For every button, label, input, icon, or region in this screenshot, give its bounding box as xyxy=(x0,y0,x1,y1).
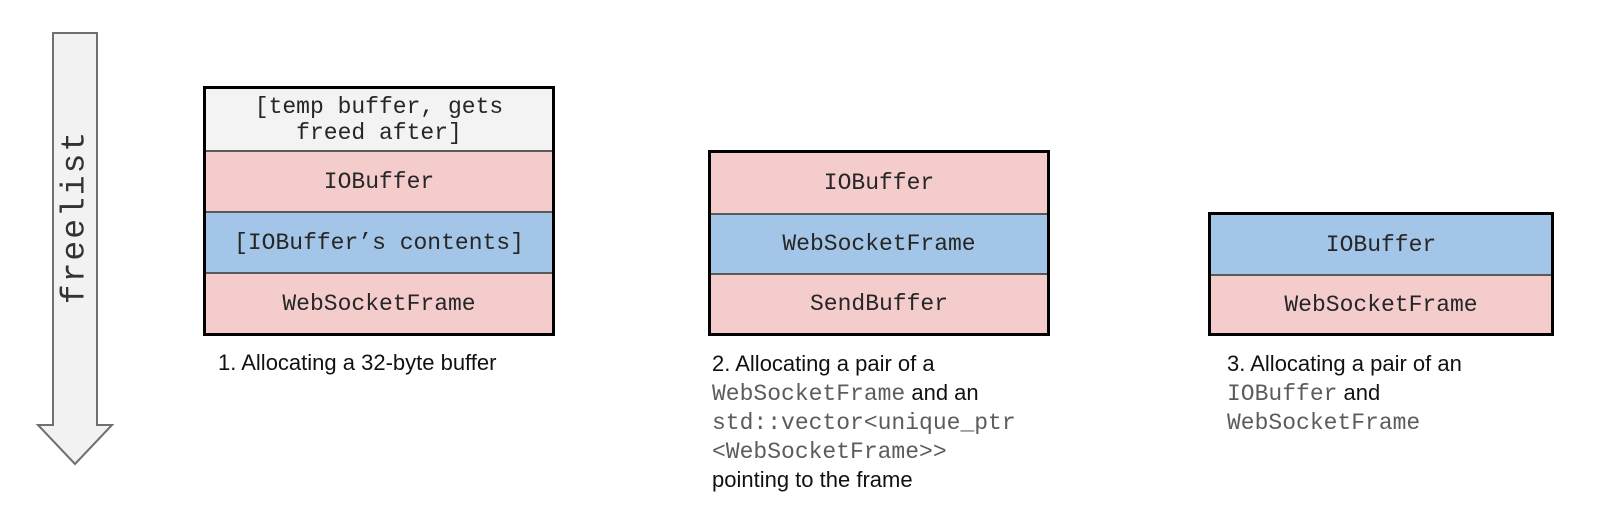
caption-text: and xyxy=(1337,380,1381,405)
caption-line: std::vector<unique_ptr xyxy=(712,407,1016,436)
caption-code-text: WebSocketFrame xyxy=(712,381,906,407)
freelist-arrow: freelist xyxy=(35,32,115,466)
stack-row: WebSocketFrame xyxy=(206,272,552,333)
stack-row: [IOBuffer’s contents] xyxy=(206,211,552,272)
stack-row-label: [IOBuffer’s contents] xyxy=(234,229,524,256)
caption-line: WebSocketFrame and an xyxy=(712,378,1016,407)
caption-text: 1. Allocating a 32-byte buffer xyxy=(218,350,497,375)
caption-line: pointing to the frame xyxy=(712,465,1016,494)
caption-line: 2. Allocating a pair of a xyxy=(712,349,1016,378)
caption-line: 3. Allocating a pair of an xyxy=(1227,349,1462,378)
caption-code-text: IOBuffer xyxy=(1227,381,1338,407)
stack-row-label: SendBuffer xyxy=(809,291,949,317)
caption-text: and an xyxy=(905,380,979,405)
stack-row-label: freed after] xyxy=(296,119,462,146)
caption-step-1: 1. Allocating a 32-byte buffer xyxy=(218,348,496,377)
caption-text: pointing to the frame xyxy=(712,467,913,492)
caption-line: <WebSocketFrame>> xyxy=(712,436,1016,465)
stack-row-label: WebSocketFrame xyxy=(782,231,976,257)
down-arrow-icon xyxy=(35,32,115,466)
stack-row-label: IOBuffer xyxy=(323,168,435,195)
caption-text: 3. Allocating a pair of an xyxy=(1227,351,1462,376)
stack-row-label: [temp buffer, gets xyxy=(254,93,504,120)
caption-code-text: <WebSocketFrame>> xyxy=(712,439,947,465)
stack-row: IOBuffer xyxy=(711,153,1047,213)
stack-row: WebSocketFrame xyxy=(1211,274,1551,333)
caption-line: IOBuffer and xyxy=(1227,378,1462,407)
caption-code-text: std::vector<unique_ptr xyxy=(712,410,1016,436)
caption-line: 1. Allocating a 32-byte buffer xyxy=(218,348,496,377)
caption-line: WebSocketFrame xyxy=(1227,407,1462,436)
caption-text: 2. Allocating a pair of a xyxy=(712,351,935,376)
stack-row-label: WebSocketFrame xyxy=(282,290,476,317)
stack-row-label: IOBuffer xyxy=(823,170,935,196)
stack-row: IOBuffer xyxy=(206,150,552,211)
freelist-arrow-label: freelist xyxy=(57,130,94,304)
stack-row: SendBuffer xyxy=(711,273,1047,333)
stack-row: WebSocketFrame xyxy=(711,213,1047,273)
stack-row-label: WebSocketFrame xyxy=(1284,291,1478,318)
stack-row-label: IOBuffer xyxy=(1325,231,1437,258)
stack-row: IOBuffer xyxy=(1211,215,1551,274)
caption-code-text: WebSocketFrame xyxy=(1227,410,1421,436)
